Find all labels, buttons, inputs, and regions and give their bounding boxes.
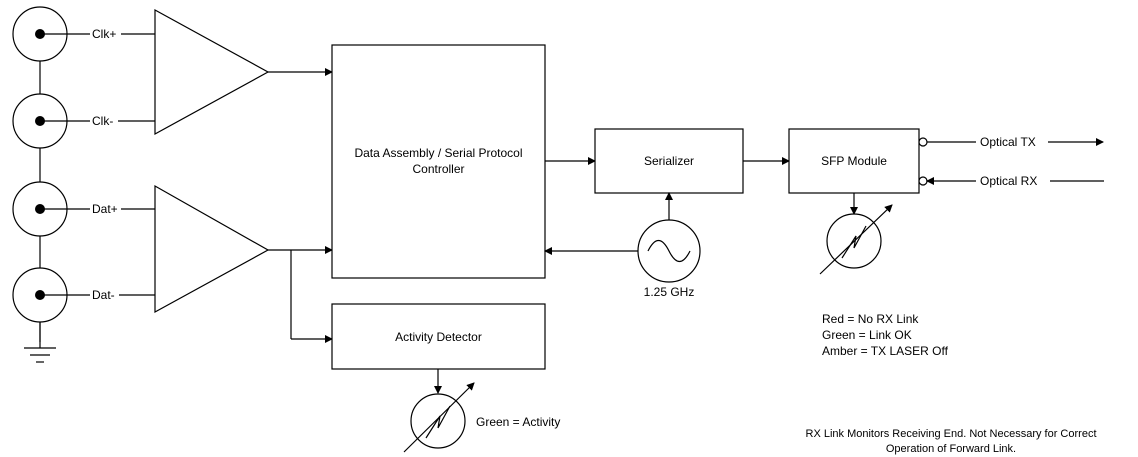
link-led-icon: [819, 204, 893, 275]
legend-amber: Amber = TX LASER Off: [822, 344, 949, 358]
label-clk-plus: Clk+: [92, 27, 116, 41]
activity-legend: Green = Activity: [476, 415, 560, 429]
oscillator-icon: [637, 219, 701, 283]
serializer-label: Serializer: [644, 154, 694, 168]
activity-detector-block: [331, 303, 546, 370]
rx-link-note-line2: Operation of Forward Link.: [886, 443, 1016, 455]
data-amplifier: [154, 184, 270, 314]
optical-rx-port-icon: [918, 176, 928, 186]
sfp-module-block: [788, 128, 920, 194]
optical-rx-label: Optical RX: [980, 174, 1037, 188]
optical-tx-port-icon: [918, 137, 928, 147]
label-dat-plus: Dat+: [92, 202, 118, 216]
legend-green: Green = Link OK: [822, 328, 912, 342]
bnc-connector-dat-plus: Dat+: [12, 181, 155, 237]
controller-label-line2: Controller: [412, 162, 464, 176]
label-clk-minus: Clk-: [92, 114, 113, 128]
bnc-connector-dat-minus: Dat-: [12, 267, 155, 323]
controller-label-line1: Data Assembly / Serial Protocol: [354, 146, 522, 160]
ground-icon: [24, 322, 56, 363]
activity-led-icon: [403, 382, 475, 453]
rx-link-note-line1: RX Link Monitors Receiving End. Not Nece…: [806, 428, 1097, 440]
bnc-connector-clk-plus: Clk+: [12, 6, 155, 62]
activity-detector-label: Activity Detector: [395, 330, 482, 344]
sfp-module-label: SFP Module: [821, 154, 887, 168]
label-dat-minus: Dat-: [92, 288, 115, 302]
serializer-block: [594, 128, 744, 194]
controller-block: [331, 44, 546, 279]
oscillator-frequency: 1.25 GHz: [644, 285, 695, 299]
clock-amplifier: [154, 8, 270, 136]
optical-tx-label: Optical TX: [980, 135, 1036, 149]
legend-red: Red = No RX Link: [822, 312, 919, 326]
bnc-connector-clk-minus: Clk-: [12, 93, 155, 149]
